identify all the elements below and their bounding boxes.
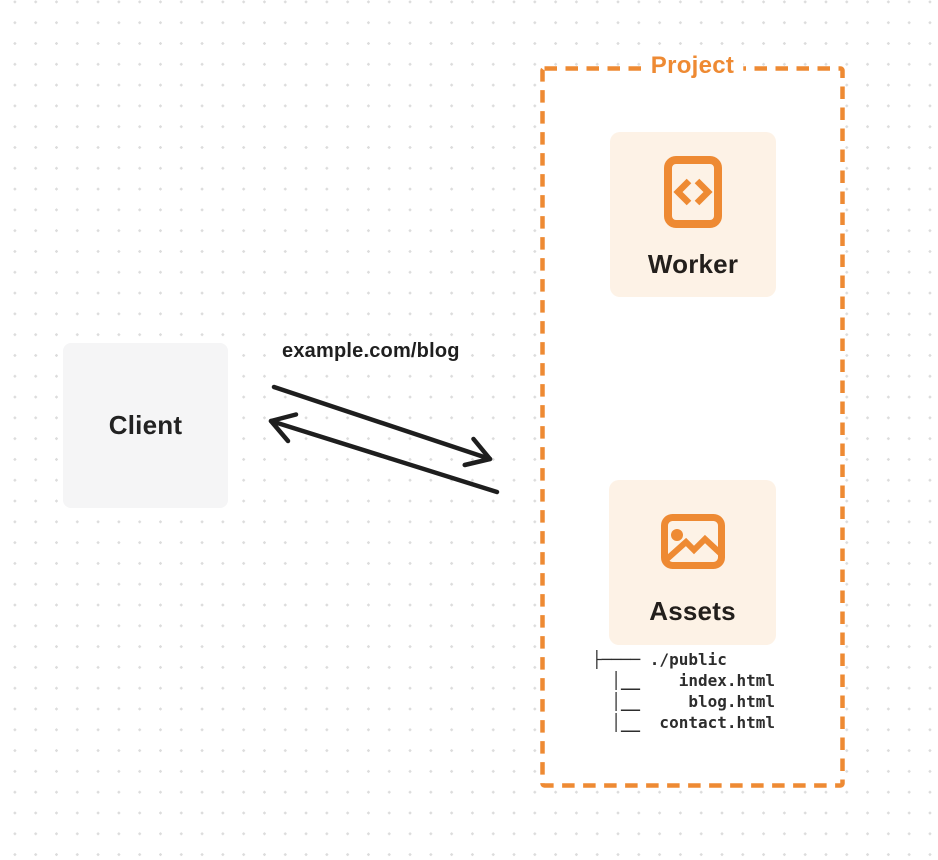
project-label: Project (641, 52, 744, 80)
client-node: Client (63, 343, 228, 508)
request-arrow-line (271, 384, 493, 462)
worker-label: Worker (647, 249, 739, 279)
client-label: Client (108, 410, 183, 440)
project-container: Project Worker Assets ├──── ./public │__… (540, 52, 845, 788)
response-arrow-line (268, 418, 500, 495)
assets-label: Assets (649, 596, 736, 626)
file-tree: ├──── ./public │__ index.html │__ blog.h… (592, 649, 775, 733)
worker-node: Worker (610, 132, 776, 297)
response-arrowhead-icon (268, 412, 299, 444)
assets-node: Assets (609, 480, 776, 645)
file-tree-line-index: │__ index.html (592, 671, 776, 690)
file-tree-line-blog: │__ blog.html (592, 692, 776, 711)
request-url-label: example.com/blog (282, 340, 460, 362)
code-file-icon (664, 156, 722, 228)
file-tree-line-contact: │__ contact.html (592, 713, 776, 732)
image-icon (660, 514, 725, 569)
request-arrowhead-icon (462, 436, 493, 468)
file-tree-line-public: ├──── ./public (592, 650, 727, 669)
